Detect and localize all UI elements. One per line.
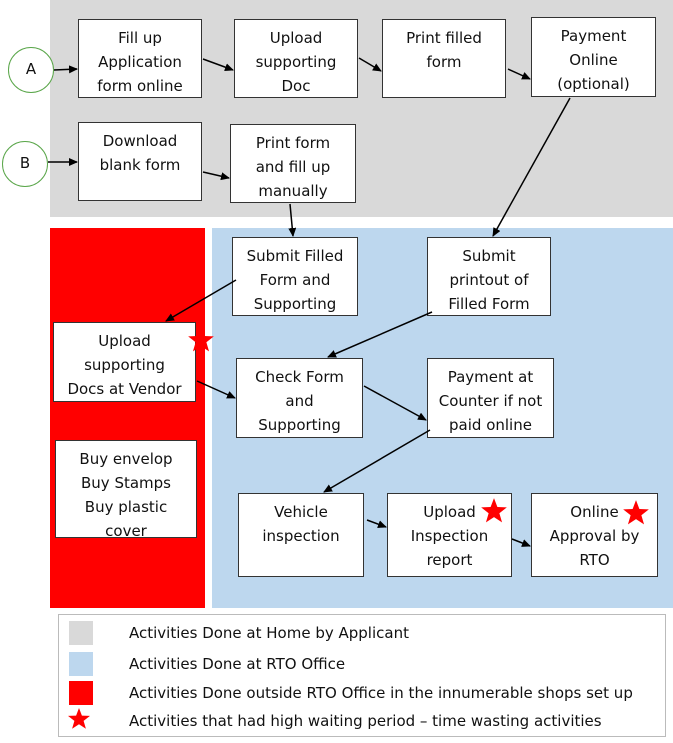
box-line: Buy Stamps [81,474,171,492]
legend-swatch-home [69,621,93,645]
box-line: Upload [269,29,323,47]
upload-doc-box: Upload supporting Doc [234,19,358,98]
star-icon [68,708,90,729]
legend-swatch-rto [69,652,93,676]
box-line: and fill up [255,158,331,176]
arrow-print-manual-to-submit [288,203,297,237]
box-line: Buy plastic [84,498,168,516]
legend-label: Activities Done outside RTO Office in th… [129,684,633,702]
vehicle-inspection-box: Vehicle inspection [238,493,364,577]
box-line: form [426,53,462,71]
box-line: Supporting [258,416,341,434]
box-line: form online [97,77,183,95]
box-line: Download [102,132,178,150]
arrow-fill-to-upload [202,58,234,72]
box-line: Fill up [118,29,162,47]
legend-swatch-outside [69,681,93,705]
arrow-upload-inspection-to-approval [511,538,531,547]
arrow-submit-filled-to-vendor [165,279,237,322]
arrow-payment-counter-to-vehicle [323,429,431,493]
box-line: Form and [259,271,331,289]
box-line: inspection [262,527,340,545]
box-line: Print form [255,134,331,152]
box-line: report [426,551,473,569]
payment-counter-box: Payment at Counter if not paid online [427,358,554,438]
box-line: printout of [449,271,529,289]
box-line: Approval by [549,527,640,545]
fill-online-box: Fill up Application form online [78,19,202,98]
star-icon [481,498,507,523]
legend: Activities Done at Home by Applicant Act… [58,614,666,737]
arrow-a-to-fill [53,65,78,74]
print-manual-box: Print form and fill up manually [230,124,356,203]
box-line: Payment at [447,368,534,386]
arrow-vendor-to-check [196,380,236,399]
box-line: Filled Form [448,295,530,313]
box-line: Buy envelop [79,450,173,468]
start-node-b: B [2,141,48,187]
box-line: manually [258,182,328,200]
box-line: cover [105,522,147,538]
legend-label: Activities that had high waiting period … [129,712,602,730]
box-line: (optional) [557,75,630,93]
box-line: Application [98,53,182,71]
box-line: RTO [579,551,610,569]
legend-item-rto: Activities Done at RTO Office [59,652,665,676]
legend-label: Activities Done at Home by Applicant [129,624,409,642]
arrow-vehicle-to-upload-inspection [366,519,387,528]
box-line: Counter if not [438,392,543,410]
arrow-check-to-payment-counter [363,385,427,421]
star-icon [623,500,649,525]
upload-vendor-box: Upload supporting Docs at Vendor [53,322,196,402]
legend-item-home: Activities Done at Home by Applicant [59,621,665,645]
legend-item-outside: Activities Done outside RTO Office in th… [59,681,665,705]
box-line: Docs at Vendor [67,380,182,398]
buy-items-box: Buy envelop Buy Stamps Buy plastic cover [55,440,197,538]
outside-rto-region [50,228,205,608]
box-line: Upload [423,503,476,521]
payment-online-box: Payment Online (optional) [531,17,656,97]
download-blank-box: Download blank form [78,122,202,201]
box-line: Online [569,51,618,69]
box-line: Payment [560,27,627,45]
arrow-submit-printout-to-check [327,311,433,358]
arrow-payment-to-submit-printout [492,97,571,237]
box-line: Check Form [255,368,344,386]
box-line: Inspection [410,527,489,545]
arrow-upload-to-print [358,57,382,72]
box-line: and [285,392,314,410]
box-line: Supporting [253,295,337,313]
box-line: Online [570,503,619,521]
print-filled-box: Print filled form [382,19,506,98]
legend-item-star: Activities that had high waiting period … [59,708,665,733]
submit-printout-box: Submit printout of Filled Form [427,237,551,316]
box-line: Doc [281,77,311,95]
box-line: blank form [99,156,181,174]
arrow-print-to-payment [507,68,531,80]
box-line: Vehicle [274,503,328,521]
check-form-box: Check Form and Supporting [236,358,363,438]
box-line: Submit Filled [246,247,344,265]
box-line: supporting [84,356,165,374]
start-node-a: A [8,47,54,93]
star-icon [188,327,214,352]
box-line: Upload [98,332,151,350]
box-line: Print filled [406,29,482,47]
legend-label: Activities Done at RTO Office [129,655,346,673]
box-line: Submit [462,247,516,265]
box-line: supporting [255,53,337,71]
arrow-download-to-print-manual [202,171,230,181]
submit-filled-box: Submit Filled Form and Supporting [232,237,358,316]
box-line: paid online [449,416,532,434]
